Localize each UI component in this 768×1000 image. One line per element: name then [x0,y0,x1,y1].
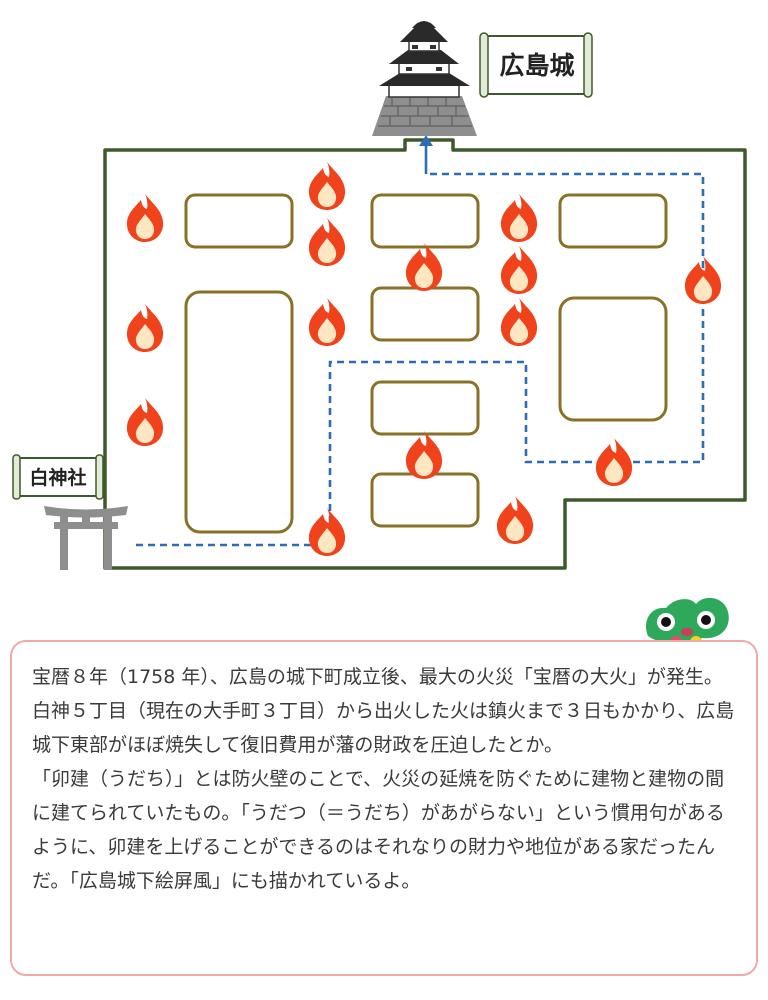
fire-icon [595,438,633,486]
fire-icon [126,398,164,446]
fire-icon [500,298,538,346]
town-boundary [103,138,747,570]
fire-icon [308,298,346,346]
fire-icon [308,218,346,266]
fire-icon [308,162,346,210]
torii-gate-icon [44,506,128,570]
description-box: 宝暦８年（1758 年）、広島の城下町成立後、最大の火災「宝暦の大火」が発生。白… [10,640,758,976]
shrine-sign: 白神社 [12,454,104,500]
castle-icon [372,21,477,136]
city-block [370,286,480,342]
fire-map-diagram: 広島城 白神社 [12,21,747,570]
city-block [370,193,480,249]
fire-icon [500,194,538,242]
description-paragraph-2: 「卯建（うだち）」とは防火壁のことで、火災の延焼を防ぐために建物と建物の間に建て… [32,768,725,892]
arrow-up-icon [419,135,433,146]
city-block [558,193,668,249]
fire-icon [126,194,164,242]
castle-sign: 広島城 [479,32,593,98]
description-paragraph-1: 宝暦８年（1758 年）、広島の城下町成立後、最大の火災「宝暦の大火」が発生。白… [32,666,735,756]
fire-icon [405,431,443,479]
city-block [558,296,668,422]
fire-icon [308,508,346,556]
fire-icon [496,496,534,544]
fire-spread-path [136,172,705,547]
fire-icon [126,304,164,352]
fire-icon [405,243,443,291]
castle-label: 広島城 [499,51,574,80]
fire-icon [500,246,538,294]
city-block [184,193,294,249]
city-block [184,290,294,534]
city-block [370,380,480,436]
shrine-label: 白神社 [29,466,86,489]
city-block [370,472,480,528]
